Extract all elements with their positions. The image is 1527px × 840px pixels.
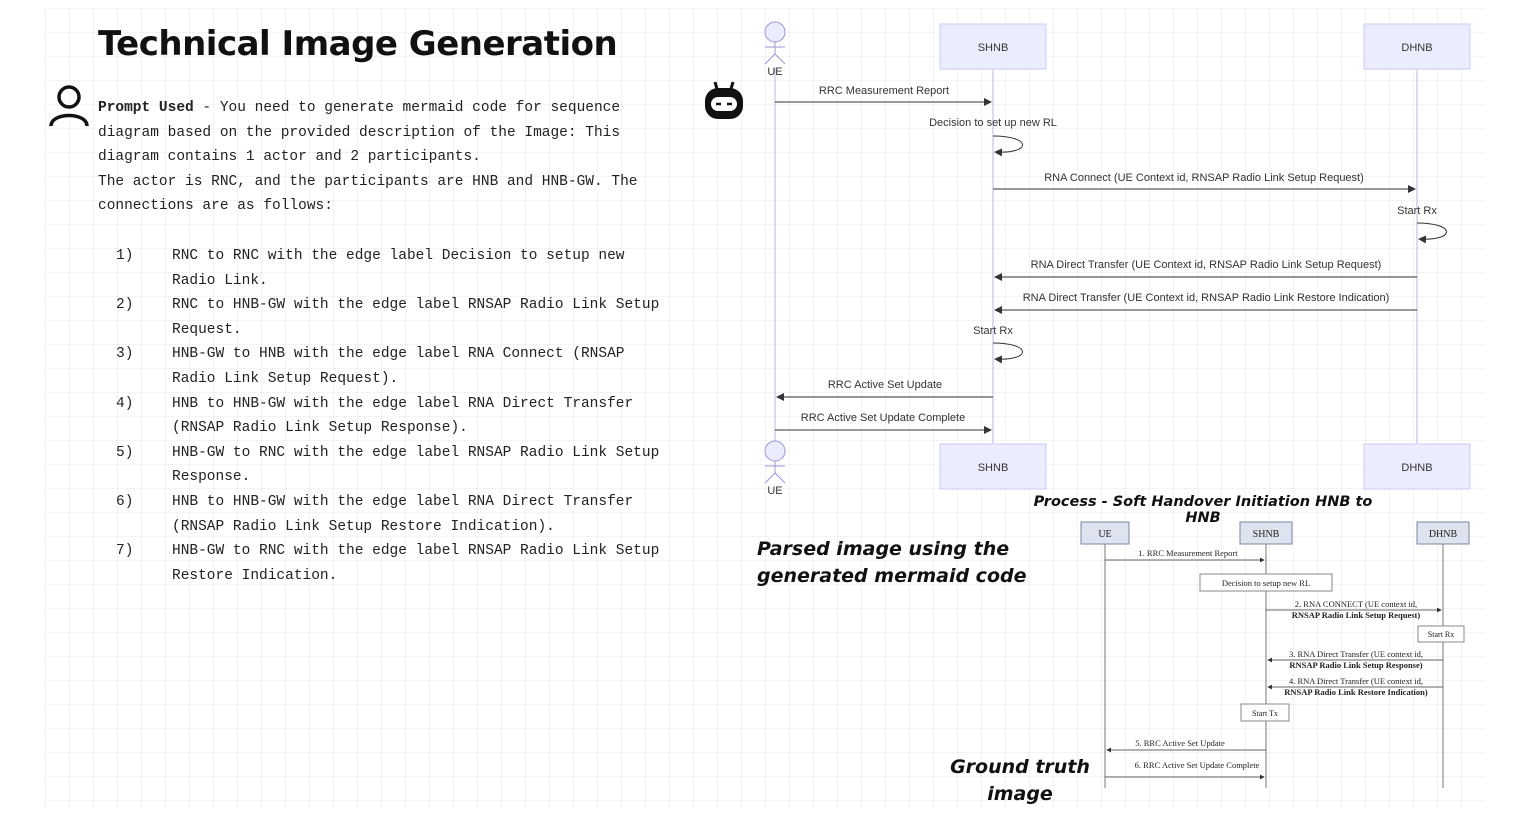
svg-text:DHNB: DHNB: [1429, 529, 1458, 540]
svg-text:RNSAP Radio Link Setup Request: RNSAP Radio Link Setup Request): [1292, 610, 1421, 620]
prompt-steps-list: 1) RNC to RNC with the edge label Decisio…: [116, 244, 676, 588]
prompt-intro-2: The actor is RNC, and the participants a…: [98, 173, 638, 215]
actor-label: UE: [767, 66, 782, 78]
svg-text:UE: UE: [1098, 529, 1111, 540]
list-item: 1) RNC to RNC with the edge label Decisio…: [116, 244, 676, 293]
list-item: 6) HNB to HNB-GW with the edge label RNA …: [116, 490, 676, 539]
parsed-sequence-diagram: UE SHNB DHNB RRC Measurement Report Deci…: [764, 21, 1471, 497]
gt-message-4: 4. RNA Direct Transfer (UE context id, R…: [1267, 676, 1443, 697]
participant-label: DHNB: [1401, 462, 1432, 474]
gt-participant-shnb: SHNB: [1239, 521, 1293, 545]
svg-text:RNA Connect (UE Context id, RN: RNA Connect (UE Context id, RNSAP Radio …: [1044, 172, 1364, 184]
participant-label: DHNB: [1401, 42, 1432, 54]
step-number: 4): [116, 395, 134, 412]
step-number: 2): [116, 297, 134, 314]
gt-message-5: 5. RRC Active Set Update: [1106, 738, 1266, 753]
gt-message-2: 2. RNA CONNECT (UE context id, RNSAP Rad…: [1266, 599, 1442, 620]
step-number: 1): [116, 248, 134, 264]
svg-text:2. RNA CONNECT (UE context id,: 2. RNA CONNECT (UE context id,: [1295, 599, 1417, 609]
gt-participant-dhnb: DHNB: [1416, 521, 1470, 545]
step-text: RNC to RNC with the edge label Decision …: [172, 248, 625, 289]
actor-ue-top: UE: [764, 21, 786, 78]
gt-note-start-rx: Start Rx: [1417, 625, 1465, 643]
message-7-self: Start Rx: [973, 325, 1023, 364]
list-item: 2) RNC to HNB-GW with the edge label RNSA…: [116, 293, 676, 342]
svg-text:RNA Direct Transfer (UE Contex: RNA Direct Transfer (UE Context id, RNSA…: [1023, 292, 1390, 304]
robot-icon: [705, 81, 743, 119]
svg-text:5. RRC Active Set Update: 5. RRC Active Set Update: [1135, 738, 1225, 748]
svg-text:Start Rx: Start Rx: [1428, 630, 1454, 639]
step-number: 3): [116, 346, 134, 363]
svg-text:Start Rx: Start Rx: [973, 325, 1013, 337]
step-text: RNC to HNB-GW with the edge label RNSAP …: [172, 297, 660, 338]
list-item: 3) HNB-GW to HNB with the edge label RNA …: [116, 342, 676, 391]
step-text: HNB to HNB-GW with the edge label RNA Di…: [172, 395, 634, 437]
prompt-label: Prompt Used: [98, 100, 194, 116]
svg-text:RNSAP Radio Link Restore Indic: RNSAP Radio Link Restore Indication): [1284, 687, 1428, 697]
page-title: Technical Image Generation: [98, 24, 618, 64]
step-text: HNB to HNB-GW with the edge label RNA Di…: [172, 493, 634, 535]
gt-message-1: 1. RRC Measurement Report: [1105, 548, 1265, 563]
gt-note-decision: Decision to setup new RL: [1199, 573, 1333, 592]
list-item: 5) HNB-GW to RNC with the edge label RNSA…: [116, 441, 676, 490]
message-3: RNA Connect (UE Context id, RNSAP Radio …: [993, 172, 1416, 193]
svg-text:4. RNA Direct Transfer (UE con: 4. RNA Direct Transfer (UE context id,: [1289, 676, 1423, 686]
gt-message-3: 3. RNA Direct Transfer (UE context id, R…: [1267, 649, 1443, 670]
svg-text:Start Rx: Start Rx: [1397, 205, 1437, 217]
list-item: 4) HNB to HNB-GW with the edge label RNA …: [116, 392, 676, 441]
svg-text:Decision to setup new RL: Decision to setup new RL: [1222, 578, 1310, 588]
participant-dhnb-top: DHNB: [1363, 23, 1471, 70]
svg-text:RNA Direct Transfer (UE Contex: RNA Direct Transfer (UE Context id, RNSA…: [1031, 259, 1382, 271]
gt-participant-ue: UE: [1080, 521, 1130, 545]
step-number: 6): [116, 493, 134, 510]
step-text: HNB-GW to HNB with the edge label RNA Co…: [172, 346, 625, 387]
participant-shnb-top: SHNB: [939, 23, 1047, 70]
actor-ue-bottom: UE: [764, 440, 786, 497]
svg-text:RNSAP Radio Link Setup Respons: RNSAP Radio Link Setup Response): [1289, 660, 1422, 670]
ground-truth-title: Process - Soft Handover Initiation HNB t…: [1033, 494, 1373, 526]
prompt-text: Prompt Used - You need to generate merma…: [98, 96, 678, 219]
grid-background: [45, 8, 1485, 808]
message-5: RNA Direct Transfer (UE Context id, RNSA…: [994, 259, 1417, 281]
svg-text:RRC Active Set Update: RRC Active Set Update: [828, 379, 942, 391]
step-number: 5): [116, 444, 134, 461]
user-icon: [49, 85, 89, 127]
ground-truth-caption: Ground truth image: [950, 756, 1090, 805]
prompt-intro: - You need to generate mermaid code for …: [98, 100, 621, 166]
svg-text:Start Tx: Start Tx: [1252, 709, 1278, 718]
parsed-caption: Parsed image using the generated mermaid…: [757, 538, 1027, 587]
participant-dhnb-bottom: DHNB: [1363, 443, 1471, 490]
svg-text:SHNB: SHNB: [1253, 529, 1280, 540]
list-item: 7) HNB-GW to RNC with the edge label RNSA…: [116, 539, 676, 588]
participant-label: SHNB: [978, 462, 1009, 474]
message-2-self: Decision to set up new RL: [929, 117, 1057, 157]
svg-text:3. RNA Direct Transfer (UE con: 3. RNA Direct Transfer (UE context id,: [1289, 649, 1423, 659]
message-4-self: Start Rx: [1397, 205, 1447, 244]
step-text: HNB-GW to RNC with the edge label RNSAP …: [172, 543, 660, 584]
svg-text:6. RRC Active Set Update Compl: 6. RRC Active Set Update Complete: [1135, 760, 1260, 770]
participant-label: SHNB: [978, 42, 1009, 54]
svg-text:Decision to set up new RL: Decision to set up new RL: [929, 117, 1057, 129]
actor-label: UE: [767, 485, 782, 497]
participant-shnb-bottom: SHNB: [939, 443, 1047, 490]
gt-message-6: 6. RRC Active Set Update Complete: [1105, 760, 1265, 780]
message-6: RNA Direct Transfer (UE Context id, RNSA…: [994, 292, 1417, 314]
step-number: 7): [116, 543, 134, 560]
step-text: HNB-GW to RNC with the edge label RNSAP …: [172, 444, 660, 486]
message-9: RRC Active Set Update Complete: [775, 412, 992, 434]
gt-note-start-tx: Start Tx: [1240, 703, 1290, 722]
svg-text:1. RRC Measurement Report: 1. RRC Measurement Report: [1138, 548, 1238, 558]
message-1: RRC Measurement Report: [775, 85, 992, 106]
ground-truth-diagram: UE SHNB DHNB 1. RRC Measurement Report D…: [1080, 521, 1470, 788]
svg-text:RRC Active Set Update Complete: RRC Active Set Update Complete: [801, 412, 965, 424]
message-8: RRC Active Set Update: [776, 379, 993, 401]
svg-text:RRC Measurement Report: RRC Measurement Report: [819, 85, 949, 97]
